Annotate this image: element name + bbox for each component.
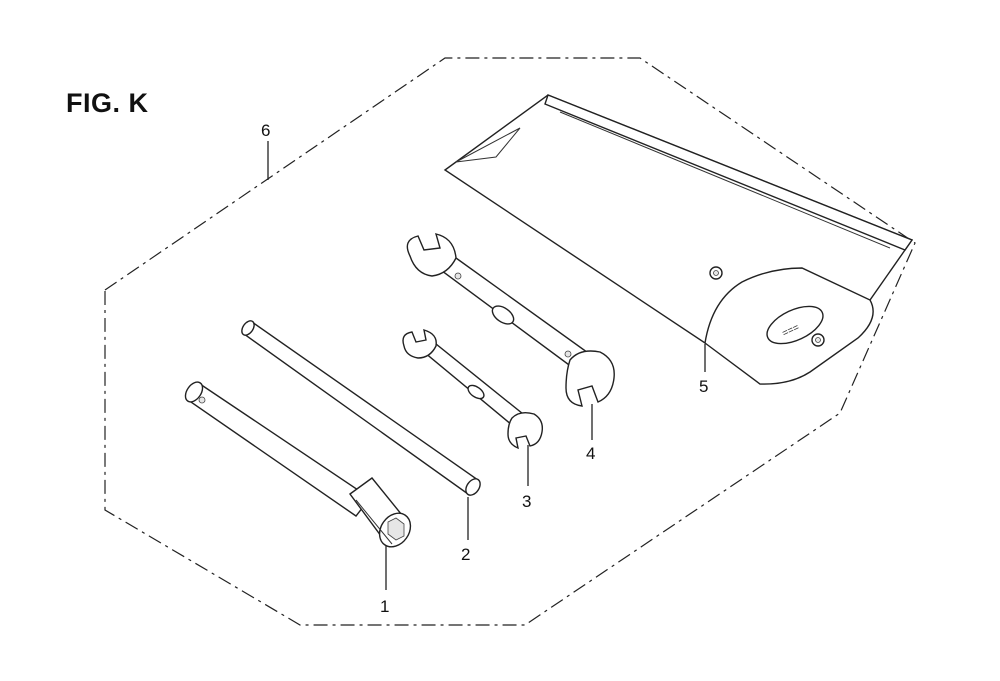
callout-5: 5 [699,377,708,396]
leader-lines [267,141,706,590]
callout-4: 4 [586,444,595,463]
small-open-end-wrench-icon [402,329,544,450]
plug-wrench-icon [184,381,412,548]
callout-2: 2 [461,545,470,564]
callout-6: 6 [261,121,270,140]
handle-bar-icon [241,320,481,496]
figure-title: FIG. K [66,88,149,118]
large-open-end-wrench-icon [406,233,615,407]
callout-1: 1 [380,597,389,616]
tool-bag-icon: === [443,94,914,385]
callout-3: 3 [522,492,531,511]
